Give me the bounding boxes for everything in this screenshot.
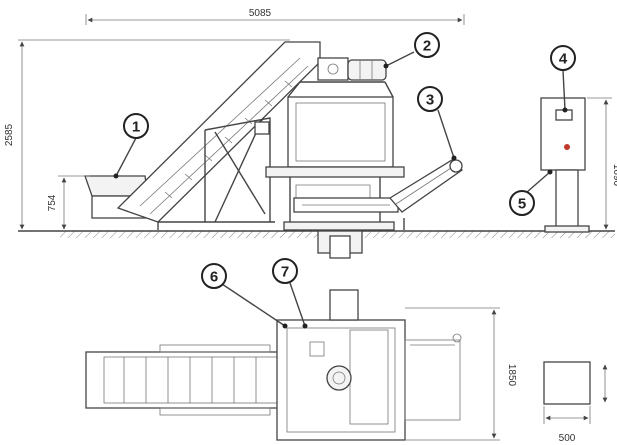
dim-panel-width: 500 bbox=[543, 364, 608, 444]
svg-text:5: 5 bbox=[518, 196, 526, 213]
top-depth-label: 1850 bbox=[506, 364, 517, 387]
svg-text:1: 1 bbox=[132, 119, 140, 136]
callout-5: 5 bbox=[509, 169, 553, 216]
dim-overall-height: 2585 bbox=[4, 39, 290, 230]
infeed-height-label: 754 bbox=[47, 194, 58, 211]
drive-motor bbox=[317, 57, 387, 81]
callout-4: 4 bbox=[550, 45, 576, 113]
platform-deck bbox=[265, 166, 405, 178]
dim-overall-length: 5085 bbox=[85, 8, 465, 25]
svg-text:7: 7 bbox=[281, 264, 289, 281]
side-view bbox=[18, 41, 615, 259]
outfeed-conveyor bbox=[389, 159, 464, 230]
svg-text:2: 2 bbox=[423, 38, 431, 55]
indicator-lamp bbox=[564, 144, 570, 150]
callout-2: 2 bbox=[383, 32, 440, 69]
panel-width-label: 500 bbox=[559, 433, 576, 444]
top-outfeed bbox=[404, 339, 461, 421]
overall-height-label: 2585 bbox=[4, 123, 15, 146]
svg-text:4: 4 bbox=[559, 51, 568, 68]
top-view bbox=[85, 289, 591, 441]
dim-panel-height: 1690 bbox=[587, 97, 617, 230]
main-cabinet bbox=[287, 81, 394, 168]
svg-text:6: 6 bbox=[210, 269, 218, 286]
callout-7: 7 bbox=[272, 258, 308, 329]
top-panel-footprint bbox=[543, 361, 591, 405]
callout-6: 6 bbox=[201, 263, 288, 329]
control-panel bbox=[540, 97, 590, 233]
dim-top-depth: 1850 bbox=[405, 307, 517, 441]
overall-length-label: 5085 bbox=[249, 8, 272, 19]
dim-infeed-height: 754 bbox=[47, 175, 90, 230]
callout-1: 1 bbox=[113, 113, 149, 179]
callout-3: 3 bbox=[417, 86, 457, 161]
top-conveyor bbox=[85, 351, 282, 409]
support-frame bbox=[157, 117, 275, 230]
svg-text:3: 3 bbox=[426, 92, 434, 109]
panel-height-label: 1690 bbox=[611, 164, 617, 187]
top-rotor bbox=[326, 365, 352, 391]
inclined-conveyor bbox=[116, 41, 321, 223]
